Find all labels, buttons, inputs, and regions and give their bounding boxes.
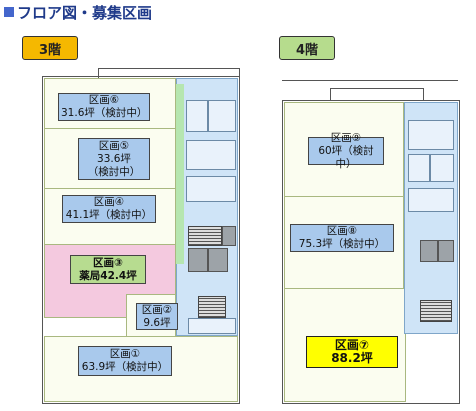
square-bullet-icon bbox=[4, 7, 14, 17]
floor-3-room bbox=[186, 176, 236, 202]
floor-3-room bbox=[208, 100, 236, 132]
floor-3-zone-5-detail: 33.6坪 bbox=[97, 152, 131, 165]
floor-4-zone-8-name: 区画⑧ bbox=[326, 225, 358, 237]
floor-4-outline bbox=[282, 100, 460, 404]
floor-3-zone-5-detail2: （検討中） bbox=[87, 165, 141, 178]
floor-4-zone-9-name: 区画⑨ bbox=[330, 131, 362, 144]
floor-4-zone-8-label: 区画⑧ 75.3坪（検討中） bbox=[290, 224, 394, 252]
floor-4-room bbox=[408, 120, 454, 150]
floor-3-elevator bbox=[208, 248, 228, 272]
floor-3-room bbox=[186, 140, 236, 170]
floor-3-zone-5-name: 区画⑤ bbox=[98, 139, 130, 152]
floor-4-dimension-line bbox=[282, 80, 458, 81]
floor-4-zone-9-label: 区画⑨ 60坪（検討中） bbox=[308, 132, 384, 170]
floor-3-zone-2-label: 区画② 9.6坪 bbox=[136, 303, 178, 330]
page-title-text: フロア図・募集区画 bbox=[17, 3, 153, 22]
floor-3-outline bbox=[42, 76, 240, 404]
floor-3-zone-3-detail: 薬局42.4坪 bbox=[79, 269, 137, 282]
floor-4-room bbox=[408, 154, 430, 182]
page-title: フロア図・募集区画 bbox=[4, 2, 152, 22]
floor-3-zone-6-name: 区画⑥ bbox=[88, 94, 120, 106]
floor-3-zone-4-name: 区画④ bbox=[93, 196, 125, 208]
floor-4-room bbox=[430, 154, 454, 182]
floor-3-stair bbox=[188, 226, 222, 246]
floor-3-zone-4-detail: 41.1坪（検討中） bbox=[65, 209, 153, 221]
floor-4-badge: 4階 bbox=[279, 36, 335, 60]
floor-3-elevator bbox=[222, 226, 236, 246]
floor-3-zone-1-name: 区画① bbox=[109, 348, 141, 360]
floor-4-zone-8-detail: 75.3坪（検討中） bbox=[298, 238, 386, 250]
floor-4-stair bbox=[420, 300, 452, 322]
floor-3-top-annex bbox=[98, 68, 240, 78]
floor-3-zone-3-name: 区画③ bbox=[93, 256, 123, 269]
floor-4-room bbox=[408, 188, 454, 212]
floor-4-elevator bbox=[420, 240, 438, 262]
floor-3-zone-5-label: 区画⑤ 33.6坪 （検討中） bbox=[78, 138, 150, 180]
floor-4-zone-7-detail: 88.2坪 bbox=[331, 351, 373, 365]
floor-4-zone-7-label: 区画⑦ 88.2坪 bbox=[306, 336, 398, 368]
floor-3-zone-1-label: 区画① 63.9坪（検討中） bbox=[78, 346, 172, 376]
floor-3-zone-2-detail: 9.6坪 bbox=[143, 316, 171, 329]
floor-3-badge: 3階 bbox=[22, 36, 78, 60]
floor-4-elevator bbox=[438, 240, 454, 262]
floor-4-top-annex bbox=[330, 88, 424, 101]
floor-3-room bbox=[188, 318, 236, 334]
floor-3-elevator bbox=[188, 248, 208, 272]
floor-3-zone-6-label: 区画⑥ 31.6坪（検討中） bbox=[58, 93, 150, 121]
floor-4-zone-7-name: 区画⑦ bbox=[334, 338, 370, 352]
floor-3-zone-1-detail: 63.9坪（検討中） bbox=[81, 361, 169, 373]
floor-3-zone-4-label: 区画④ 41.1坪（検討中） bbox=[62, 195, 156, 223]
floor-3-zone-6-detail: 31.6坪（検討中） bbox=[61, 107, 148, 119]
floor-3-room bbox=[186, 100, 208, 132]
floor-3-zone-2-name: 区画② bbox=[141, 303, 173, 316]
floor-3-stair bbox=[198, 296, 226, 318]
floor-3-green-band bbox=[176, 84, 184, 264]
floor-4-zone-9-detail: 60坪（検討中） bbox=[318, 144, 374, 170]
floor-3-zone-3-label: 区画③ 薬局42.4坪 bbox=[70, 255, 146, 284]
